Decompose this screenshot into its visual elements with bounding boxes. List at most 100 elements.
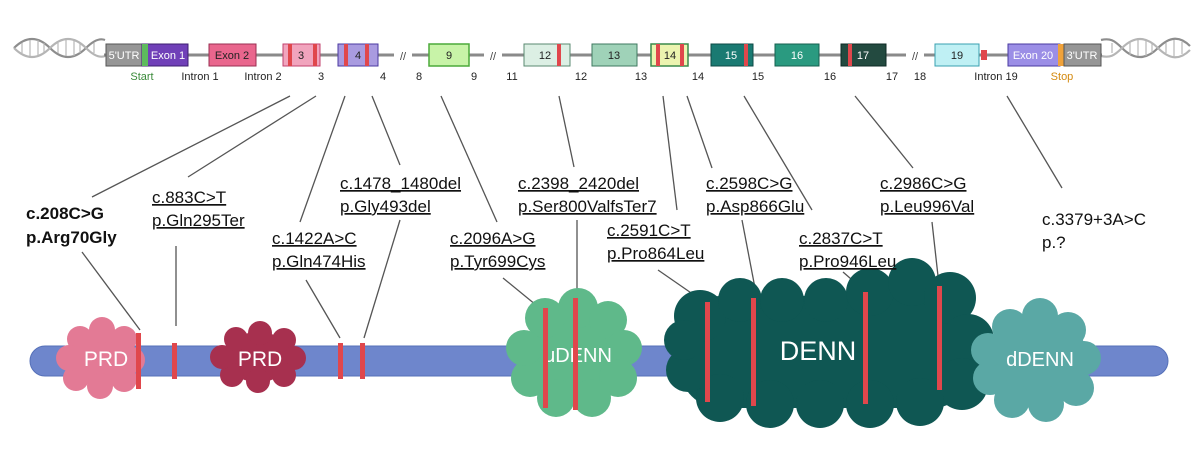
connector-v6-upper (558, 95, 575, 168)
variant-v5-protein: p.Tyr699Cys (450, 252, 545, 271)
protein-variant-v2 (172, 343, 177, 379)
exon16-label: 16 (791, 50, 803, 62)
exon13-box (591, 43, 638, 67)
variant-v11-cdna: c.3379+3A>C (1042, 210, 1146, 229)
exon14-variant-mark-2 (680, 44, 684, 66)
connector-v1-lower (81, 251, 141, 331)
exon3-variant-mark (288, 44, 292, 66)
exon14-variant-mark (656, 44, 660, 66)
exon2-label: Exon 2 (215, 50, 249, 62)
variant-v8-protein: p.Asp866Glu (706, 197, 804, 216)
variant-v8-cdna: c.2598C>G (706, 174, 792, 193)
ddenn-domain (971, 298, 1101, 422)
denn-label: DENN (780, 336, 857, 366)
exon3-label: 3 (298, 50, 304, 62)
udenn-domain (506, 288, 642, 417)
exon3-variant-mark-2 (313, 44, 317, 66)
variant-v11-protein: p.? (1042, 233, 1066, 252)
start-label: Start (130, 71, 153, 83)
variant-v2-protein: p.Gln295Ter (152, 211, 245, 230)
intron3-label: 3 (318, 71, 324, 83)
variant-v10-cdna: c.2986C>G (880, 174, 966, 193)
connector-v10-upper (854, 95, 914, 169)
exon15-box (710, 43, 754, 67)
utr5-label: 5'UTR (109, 50, 140, 62)
protein-variant-v1 (136, 333, 141, 389)
variant-labels: c.208C>G p.Arg70Gly c.883C>T p.Gln295Ter… (26, 174, 1146, 271)
gene-structure: 5'UTR Exon 1 Start Intron 1 Exon 2 Intro… (13, 37, 1191, 83)
exon4-variant-mark (344, 44, 348, 66)
intron8-label: 8 (416, 71, 422, 83)
variant-v10-protein: p.Leu996Val (880, 197, 974, 216)
variant-v1-cdna: c.208C>G (26, 204, 104, 223)
variant-v2-cdna: c.883C>T (152, 188, 226, 207)
variant-v3-cdna: c.1422A>C (272, 229, 357, 248)
prd-domain-2 (210, 321, 306, 393)
variant-v5-cdna: c.2096A>G (450, 229, 536, 248)
exon3-box (282, 43, 321, 67)
intron18-label: 18 (914, 71, 926, 83)
connector-v3-lower (305, 279, 341, 339)
dna-helix-right-icon (1100, 37, 1191, 59)
dna-helix-left-icon (13, 37, 106, 59)
protein-variant-v8 (751, 298, 756, 406)
break-mark: // (400, 51, 407, 63)
exon12-label: 12 (539, 50, 551, 62)
exon19-label: 19 (951, 50, 963, 62)
variant-v3-protein: p.Gln474His (272, 252, 366, 271)
exon17-variant-mark (848, 44, 852, 66)
prd-domain-1 (56, 317, 145, 399)
connector-v5-upper (440, 95, 498, 223)
intron1-label: Intron 1 (181, 71, 218, 83)
protein-variant-v10 (937, 286, 942, 390)
variant-v7-protein: p.Pro864Leu (607, 244, 704, 263)
exon9-label: 9 (446, 50, 452, 62)
exon4-label: 4 (355, 50, 361, 62)
protein-variant-v3 (338, 343, 343, 379)
protein-variant-v7 (705, 302, 710, 402)
prd1-label: PRD (84, 348, 128, 371)
break-mark: // (490, 51, 497, 63)
exon1-label: Exon 1 (151, 50, 185, 62)
variant-v1-protein: p.Arg70Gly (26, 228, 117, 247)
protein-variant-marks (136, 286, 942, 410)
stop-codon-mark (1058, 44, 1064, 66)
exon14-box (650, 43, 689, 67)
exon9-box (428, 43, 470, 67)
ddenn-label: dDENN (1006, 349, 1074, 371)
connector-v7-upper (662, 95, 678, 211)
variant-v4-protein: p.Gly493del (340, 197, 431, 216)
exon16-box (774, 43, 820, 67)
stop-label: Stop (1051, 71, 1074, 83)
connector-v9-upper (743, 95, 813, 211)
connector-v8-lower (741, 219, 756, 289)
intron19-variant-mark (981, 50, 987, 60)
connector-v10-lower (931, 221, 940, 286)
variant-v7-cdna: c.2591C>T (607, 221, 691, 240)
intron19-label: Intron 19 (974, 71, 1017, 83)
intron9-label: 9 (471, 71, 477, 83)
exon19-box (934, 43, 980, 67)
connector-v1-upper (91, 95, 291, 198)
protein-variant-v9 (863, 292, 868, 404)
connector-v4-lower (363, 219, 401, 339)
exon13-label: 13 (608, 50, 620, 62)
exon17-box (840, 43, 887, 67)
protein-variant-v5 (543, 308, 548, 408)
exon2-box (208, 43, 257, 67)
intron4-label: 4 (380, 71, 386, 83)
utr3-label: 3'UTR (1067, 50, 1098, 62)
connector-v2-upper (187, 95, 317, 178)
connector-v11 (1006, 95, 1063, 189)
utr3-box (1063, 43, 1102, 67)
intron17-label: 17 (886, 71, 898, 83)
prd2-label: PRD (238, 348, 282, 371)
intron13-label: 13 (635, 71, 647, 83)
variant-v9-cdna: c.2837C>T (799, 229, 883, 248)
protein-variant-v6 (573, 298, 578, 410)
exon4-variant-mark-2 (365, 44, 369, 66)
exon15-label: 15 (725, 50, 737, 62)
intron12-label: 12 (575, 71, 587, 83)
exon15-variant-mark (744, 44, 748, 66)
exon12-variant-mark (557, 44, 561, 66)
